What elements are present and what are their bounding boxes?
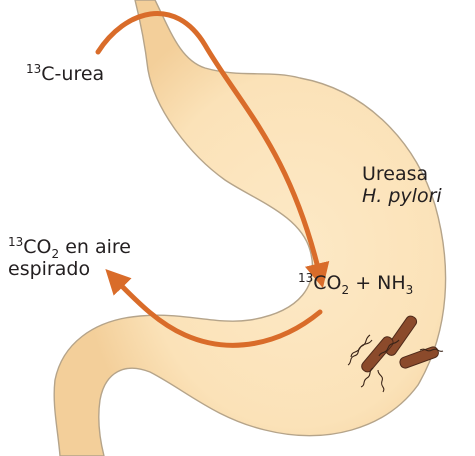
breath-co2-label-line2: espirado (8, 259, 131, 281)
enzyme-label-line1: Ureasa (362, 164, 442, 186)
breath-co2-label: 13CO2 en aire espirado (8, 237, 131, 281)
enzyme-label-line2: H. pylori (362, 186, 442, 208)
enzyme-label: Ureasa H. pylori (362, 164, 442, 208)
products-label: 13CO2 + NH3 (298, 273, 413, 295)
stomach-shape (54, 0, 445, 456)
urea-label: 13C-urea (26, 64, 104, 86)
